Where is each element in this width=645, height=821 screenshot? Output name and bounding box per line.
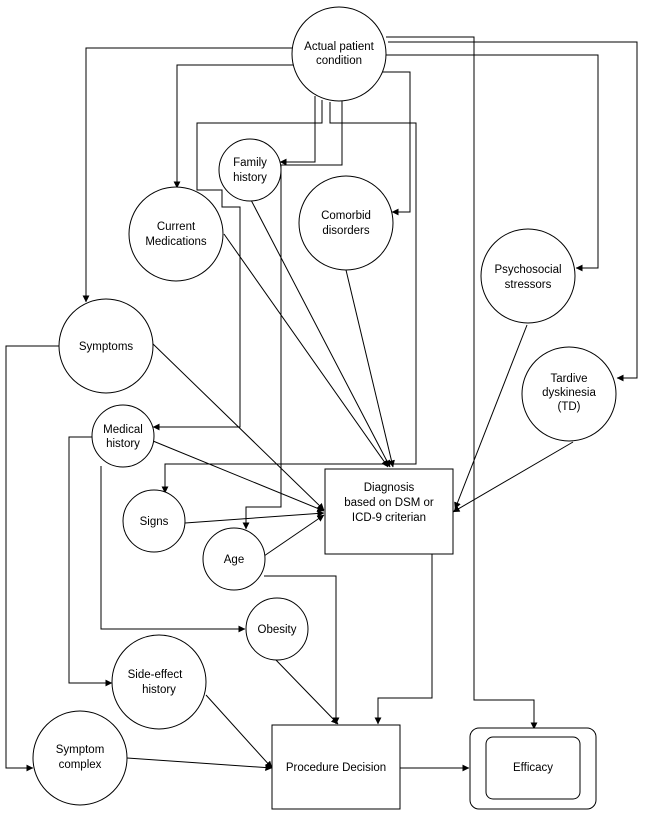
node-medical-history-label-2: history bbox=[106, 438, 140, 450]
node-medical-history-label-1: Medical bbox=[103, 424, 143, 436]
edge-condition-to-efficacy bbox=[386, 36, 538, 730]
node-tardive-dyskinesia: Tardive dyskinesia (TD) bbox=[521, 346, 617, 442]
node-tardive-dyskinesia-label-1: Tardive bbox=[550, 373, 587, 385]
node-symptoms: Symptoms bbox=[58, 298, 154, 394]
edge-condition-to-psychosocial-stressors bbox=[386, 54, 599, 272]
node-age-label: Age bbox=[224, 554, 244, 566]
edge-current-medications-to-diagnosis bbox=[223, 233, 389, 468]
edge-comorbid-disorders-to-diagnosis bbox=[345, 269, 395, 468]
node-symptom-complex-label-2: complex bbox=[59, 759, 102, 771]
edge-condition-to-current-medications bbox=[173, 64, 300, 189]
node-current-medications-label-2: Medications bbox=[145, 236, 207, 248]
edge-condition-to-family-history bbox=[279, 96, 316, 166]
edge-side-effect-history-to-procedure-decision bbox=[205, 694, 273, 769]
node-age: Age bbox=[202, 527, 266, 591]
node-current-medications-label-1: Current bbox=[157, 221, 196, 233]
node-diagnosis-label-1: Diagnosis bbox=[364, 482, 415, 494]
node-obesity: Obesity bbox=[245, 597, 309, 661]
edge-medical-history-to-diagnosis bbox=[152, 440, 325, 512]
edge-condition-to-tardive-dyskinesia bbox=[388, 41, 638, 382]
edge-family-history-to-diagnosis bbox=[250, 199, 391, 468]
node-symptoms-label: Symptoms bbox=[79, 341, 134, 353]
edge-age-to-procedure-decision bbox=[264, 575, 340, 725]
node-family-history: Family history bbox=[218, 138, 282, 202]
edge-symptom-complex-to-procedure-decision bbox=[126, 757, 273, 772]
node-side-effect-history-label-1: Side-effect bbox=[128, 669, 184, 681]
node-family-history-label-2: history bbox=[233, 172, 267, 184]
edge-symptoms-to-diagnosis bbox=[151, 342, 325, 511]
node-procedure-decision: Procedure Decision bbox=[271, 724, 401, 810]
edge-psychosocial-stressors-to-diagnosis bbox=[454, 324, 528, 510]
node-comorbid-disorders-label-1: Comorbid bbox=[321, 210, 371, 222]
node-side-effect-history: Side-effect history bbox=[111, 634, 207, 730]
node-obesity-label: Obesity bbox=[258, 624, 297, 636]
nodes: Actual patient condition Family history … bbox=[32, 6, 617, 810]
node-comorbid-disorders-label-2: disorders bbox=[322, 225, 370, 237]
node-psychosocial-stressors-label-1: Psychosocial bbox=[494, 264, 561, 276]
node-efficacy: Efficacy bbox=[469, 727, 597, 810]
edge-obesity-to-procedure-decision bbox=[274, 658, 339, 725]
node-diagnosis: Diagnosis based on DSM or ICD-9 criteria… bbox=[324, 468, 454, 555]
node-procedure-decision-label: Procedure Decision bbox=[286, 762, 386, 774]
node-actual-patient-condition-label-1: Actual patient bbox=[304, 41, 374, 53]
node-comorbid-disorders: Comorbid disorders bbox=[298, 175, 394, 271]
edge-signs-to-diagnosis bbox=[184, 509, 325, 524]
edge-condition-to-medical-history bbox=[152, 100, 323, 431]
node-psychosocial-stressors: Psychosocial stressors bbox=[480, 228, 576, 324]
edge-condition-to-symptoms bbox=[82, 47, 296, 303]
edge-medical-history-to-obesity bbox=[100, 466, 246, 633]
node-symptom-complex: Symptom complex bbox=[32, 710, 128, 806]
node-signs-label: Signs bbox=[140, 516, 169, 528]
edge-medical-history-to-side-effect-history bbox=[68, 436, 113, 687]
edge-age-to-diagnosis bbox=[263, 514, 325, 557]
node-efficacy-label: Efficacy bbox=[513, 762, 553, 774]
node-family-history-label-1: Family bbox=[233, 157, 267, 169]
edge-condition-to-signs bbox=[161, 102, 417, 494]
node-diagnosis-label-2: based on DSM or bbox=[344, 497, 434, 509]
node-psychosocial-stressors-label-2: stressors bbox=[505, 279, 552, 291]
node-current-medications: Current Medications bbox=[128, 186, 224, 282]
edge-diagnosis-to-procedure-decision bbox=[374, 554, 433, 725]
edge-tardive-dyskinesia-to-diagnosis bbox=[452, 441, 574, 513]
edge-condition-to-comorbid-disorders bbox=[382, 71, 411, 216]
node-actual-patient-condition: Actual patient condition bbox=[291, 6, 387, 102]
node-symptom-complex-label-1: Symptom bbox=[56, 744, 105, 756]
edges bbox=[5, 36, 638, 772]
node-signs: Signs bbox=[122, 489, 186, 553]
edge-condition-to-age bbox=[242, 100, 343, 530]
node-actual-patient-condition-label-2: condition bbox=[316, 55, 362, 67]
node-medical-history: Medical history bbox=[91, 404, 155, 468]
node-tardive-dyskinesia-label-2: dyskinesia bbox=[542, 387, 596, 399]
node-diagnosis-label-3: ICD-9 criterian bbox=[352, 512, 426, 524]
edge-symptoms-to-symptom-complex bbox=[5, 345, 60, 772]
node-side-effect-history-label-2: history bbox=[142, 684, 176, 696]
node-tardive-dyskinesia-label-3: (TD) bbox=[558, 401, 581, 413]
